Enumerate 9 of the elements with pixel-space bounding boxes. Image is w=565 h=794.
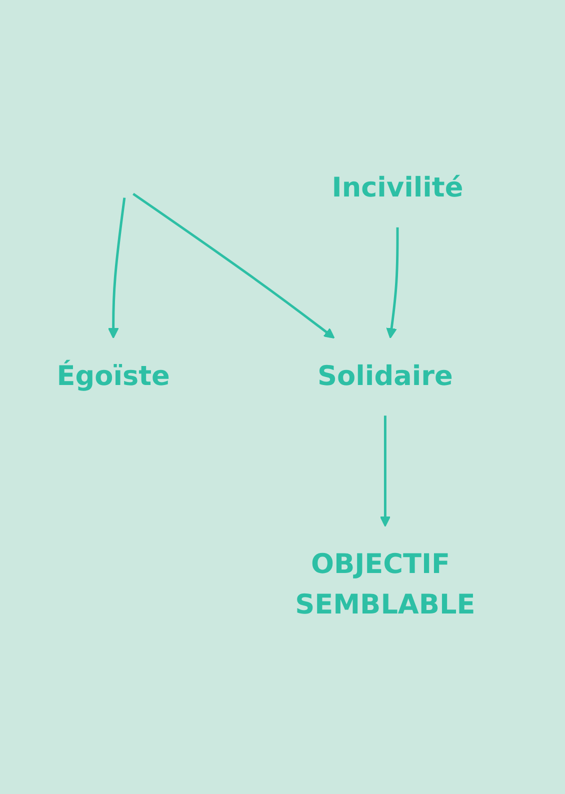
arrow bbox=[108, 197, 126, 338]
node-text: Égoïste bbox=[56, 361, 170, 392]
arrow bbox=[380, 415, 391, 527]
node-text: Solidaire bbox=[318, 361, 453, 392]
node-text: Incivilité bbox=[332, 173, 464, 204]
arrow bbox=[132, 192, 335, 338]
arrow bbox=[386, 227, 399, 338]
node-text: OBJECTIF SEMBLABLE bbox=[295, 550, 476, 621]
flow-diagram: Incivilité Égoïste Solidaire OBJECTIF SEMBLABLE bbox=[10, 140, 555, 654]
